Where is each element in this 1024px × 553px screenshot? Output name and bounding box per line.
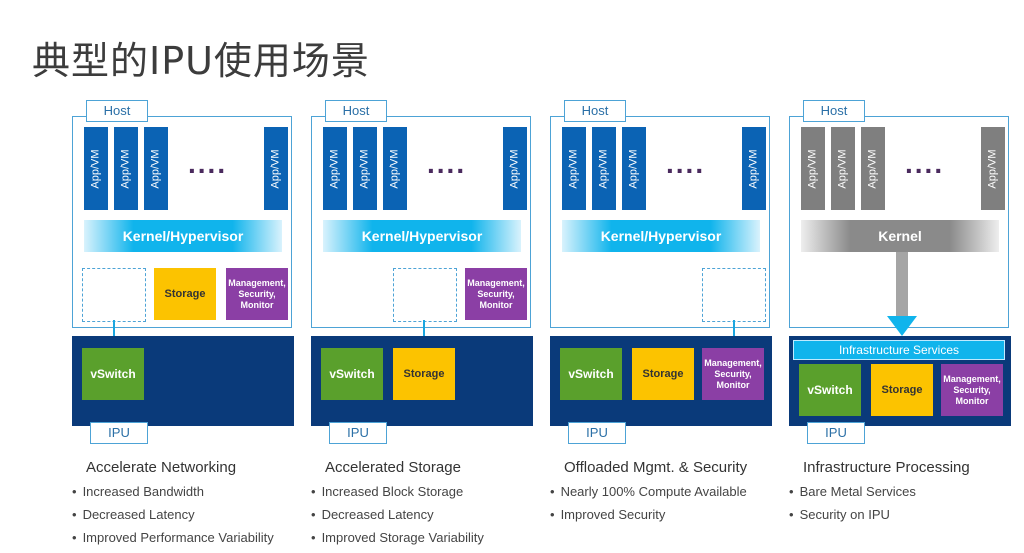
bullet-item: Increased Block Storage [311,484,484,507]
ipu-storage-box: Storage [871,364,933,416]
offload-arrow [423,320,425,344]
ipu-vswitch-box: vSwitch [82,348,144,400]
app-vm-block: App/VM [503,127,527,210]
page-title: 典型的IPU使用场景 [32,39,370,83]
offload-arrow [113,320,115,344]
scenario-bullets: Increased Block Storage Decreased Latenc… [311,484,484,553]
app-vm-block: App/VM [981,127,1005,210]
app-vm-block: App/VM [801,127,825,210]
ipu-storage-box: Storage [632,348,694,400]
bullet-item: Improved Storage Variability [311,530,484,553]
app-vm-block: App/VM [323,127,347,210]
scenario-caption: Infrastructure Processing [803,459,970,476]
scenario-caption: Accelerate Networking [86,459,237,476]
offload-placeholder [393,268,457,322]
kernel-hypervisor-bar: Kernel/Hypervisor [562,220,760,252]
bullet-item: Increased Bandwidth [72,484,274,507]
bullet-item: Nearly 100% Compute Available [550,484,747,507]
scenario-accelerated-storage: Host App/VM App/VM App/VM .... App/VM Ke… [311,96,539,545]
bullet-item: Decreased Latency [72,507,274,530]
scenario-bullets: Bare Metal Services Security on IPU [789,484,916,530]
app-vm-block: App/VM [144,127,168,210]
bullet-item: Decreased Latency [311,507,484,530]
infrastructure-services-bar: Infrastructure Services [793,340,1005,360]
ipu-storage-box: Storage [393,348,455,400]
ellipsis-icon: .... [427,148,467,179]
app-vm-block: App/VM [114,127,138,210]
app-vm-block: App/VM [742,127,766,210]
scenario-accelerate-networking: Host App/VM App/VM App/VM .... App/VM Ke… [72,96,300,545]
host-mgmt-box: Management, Security, Monitor [226,268,288,320]
host-label: Host [325,100,387,122]
scenario-caption: Offloaded Mgmt. & Security [564,459,748,476]
host-label: Host [564,100,626,122]
ipu-label: IPU [807,422,865,444]
bullet-item: Bare Metal Services [789,484,916,507]
host-mgmt-box: Management, Security, Monitor [465,268,527,320]
kernel-hypervisor-bar: Kernel/Hypervisor [84,220,282,252]
ellipsis-icon: .... [666,148,706,179]
scenario-bullets: Nearly 100% Compute Available Improved S… [550,484,747,530]
kernel-hypervisor-bar: Kernel/Hypervisor [323,220,521,252]
ipu-mgmt-box: Management, Security, Monitor [941,364,1003,416]
app-vm-block: App/VM [353,127,377,210]
app-vm-block: App/VM [592,127,616,210]
offload-arrow [733,320,735,344]
app-vm-block: App/VM [831,127,855,210]
ipu-vswitch-box: vSwitch [799,364,861,416]
ipu-vswitch-box: vSwitch [321,348,383,400]
host-label: Host [86,100,148,122]
ipu-mgmt-box: Management, Security, Monitor [702,348,764,400]
host-storage-box: Storage [154,268,216,320]
app-vm-block: App/VM [264,127,288,210]
bullet-item: Improved Performance Variability [72,530,274,553]
scenario-infrastructure-processing: Host App/VM App/VM App/VM .... App/VM Ke… [789,96,1017,522]
host-label: Host [803,100,865,122]
bullet-item: Improved Security [550,507,747,530]
ellipsis-icon: .... [188,148,228,179]
app-vm-block: App/VM [383,127,407,210]
scenario-offloaded-mgmt-security: Host App/VM App/VM App/VM .... App/VM Ke… [550,96,778,522]
ipu-label: IPU [329,422,387,444]
offload-placeholder [82,268,146,322]
app-vm-block: App/VM [622,127,646,210]
bullet-item: Security on IPU [789,507,916,530]
scenario-caption: Accelerated Storage [325,459,461,476]
scenario-bullets: Increased Bandwidth Decreased Latency Im… [72,484,274,553]
app-vm-block: App/VM [861,127,885,210]
app-vm-block: App/VM [84,127,108,210]
ipu-label: IPU [568,422,626,444]
down-arrow-icon [887,252,917,336]
ipu-label: IPU [90,422,148,444]
offload-placeholder [702,268,766,322]
app-vm-block: App/VM [562,127,586,210]
ellipsis-icon: .... [905,148,945,179]
ipu-vswitch-box: vSwitch [560,348,622,400]
kernel-bar: Kernel [801,220,999,252]
